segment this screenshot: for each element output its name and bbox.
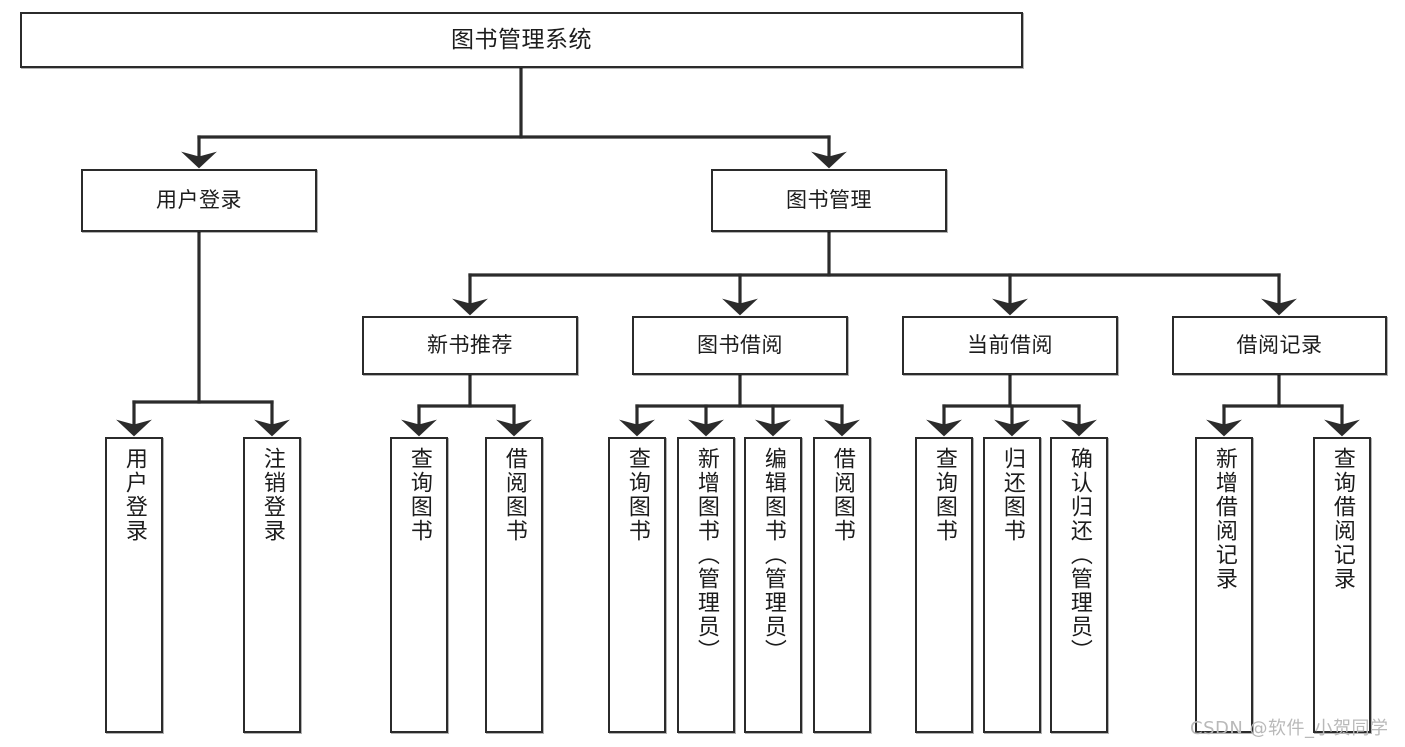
node-book-borrow[interactable]: 图书借阅 [632,316,848,375]
node-label: 新书推荐 [427,333,513,358]
node-label: 归还图书 [999,447,1025,543]
leaf-confirm-return-admin[interactable]: 确认归还（管理员） [1050,437,1108,733]
node-label: 用户登录 [156,188,242,213]
leaf-add-book-admin[interactable]: 新增图书（管理员） [677,437,735,733]
node-label: 新增图书（管理员） [693,447,719,663]
leaf-query-borrow-record[interactable]: 查询借阅记录 [1313,437,1371,733]
leaf-logout[interactable]: 注销登录 [243,437,301,733]
leaf-borrow-book-recommend[interactable]: 借阅图书 [485,437,543,733]
node-label: 当前借阅 [967,333,1053,358]
node-label: 借阅记录 [1236,333,1323,358]
node-label: 图书借阅 [697,333,783,358]
node-label: 借阅图书 [829,447,855,543]
leaf-user-login[interactable]: 用户登录 [105,437,163,733]
node-label: 确认归还（管理员） [1066,447,1092,663]
leaf-return-book[interactable]: 归还图书 [983,437,1041,733]
leaf-query-book-recommend[interactable]: 查询图书 [390,437,448,733]
leaf-add-borrow-record[interactable]: 新增借阅记录 [1195,437,1253,733]
leaf-borrow-book[interactable]: 借阅图书 [813,437,871,733]
node-label: 图书管理系统 [451,26,592,53]
node-root-system[interactable]: 图书管理系统 [20,12,1023,68]
node-label: 图书管理 [786,188,872,213]
node-label: 用户登录 [121,447,147,543]
csdn-watermark: CSDN @软件_小贺同学 [1190,718,1389,739]
node-book-management[interactable]: 图书管理 [711,169,947,232]
leaf-edit-book-admin[interactable]: 编辑图书（管理员） [744,437,802,733]
node-label: 查询图书 [406,447,432,543]
node-current-borrow[interactable]: 当前借阅 [902,316,1118,375]
node-label: 新增借阅记录 [1211,447,1237,591]
leaf-query-book-current[interactable]: 查询图书 [915,437,973,733]
node-label: 借阅图书 [501,447,527,543]
node-label: 注销登录 [259,447,285,543]
node-label: 查询借阅记录 [1329,447,1355,591]
node-label: 编辑图书（管理员） [760,447,786,663]
leaf-query-book-borrow[interactable]: 查询图书 [608,437,666,733]
node-borrow-record[interactable]: 借阅记录 [1172,316,1387,375]
node-user-login[interactable]: 用户登录 [81,169,317,232]
node-label: 查询图书 [624,447,650,543]
node-new-book-recommend[interactable]: 新书推荐 [362,316,578,375]
node-label: 查询图书 [931,447,957,543]
